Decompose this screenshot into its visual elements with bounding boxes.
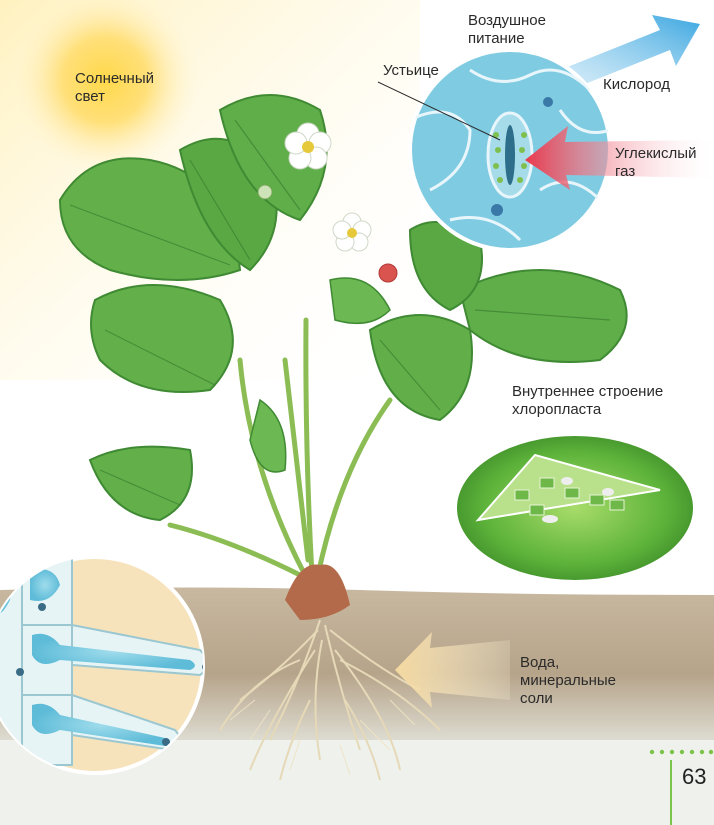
oxygen-label: Кислород: [603, 76, 670, 94]
page-number-bar: [670, 760, 672, 825]
carbon-dioxide-label: Углекислый газ: [615, 145, 713, 181]
chloroplast-inset: [457, 436, 693, 580]
page-number: 63: [682, 764, 706, 790]
stoma-label: Устьице: [383, 62, 439, 80]
water-minerals-label: Вода, минеральные соли: [520, 654, 640, 708]
sunlight-label: Солнечный свет: [75, 70, 185, 106]
chloroplast-label: Внутреннее строение хлоропласта: [512, 383, 712, 419]
air-nutrition-label: Воздушное питание: [468, 12, 578, 48]
